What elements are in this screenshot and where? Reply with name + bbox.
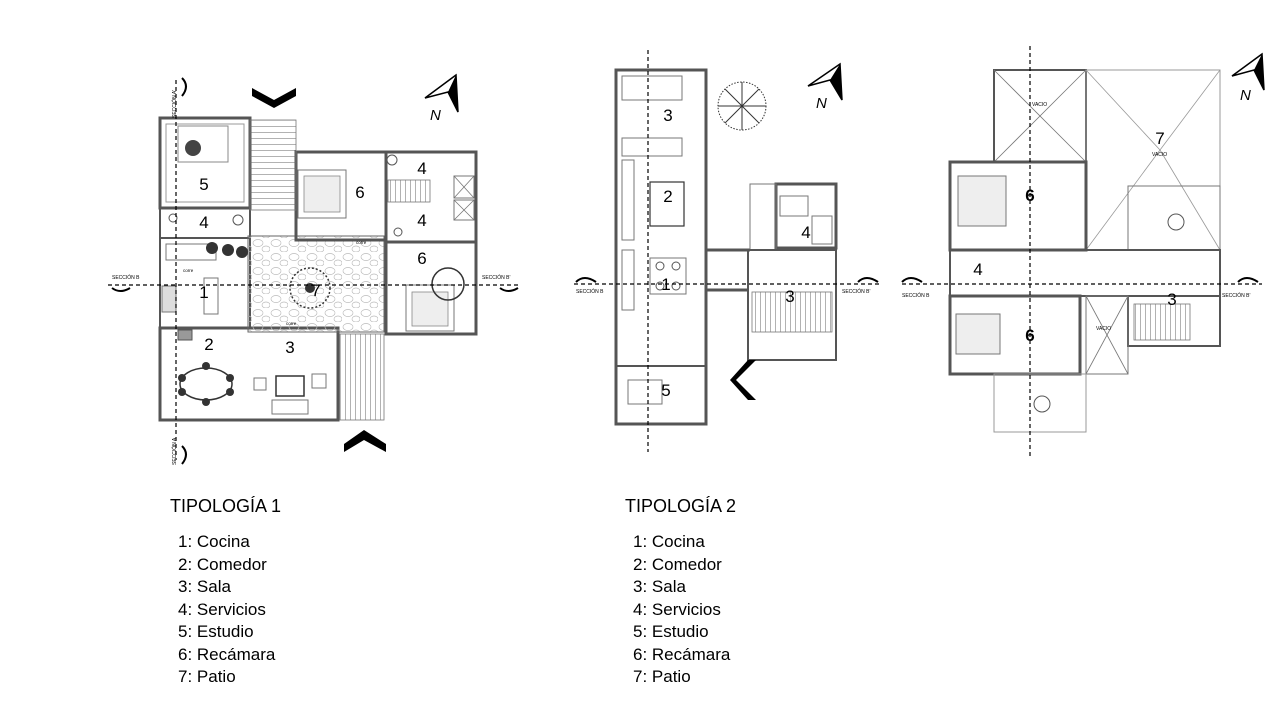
legend-title-2: TIPOLOGÍA 2 xyxy=(625,496,737,516)
t1-patio xyxy=(247,235,385,333)
room-number: 1 xyxy=(199,283,208,302)
t1-north-label: N xyxy=(430,107,441,124)
t2g-section-b-right: SECCIÓN B' xyxy=(842,288,871,295)
t2u-void-2 xyxy=(1085,295,1129,375)
room-number: 2 xyxy=(663,187,672,206)
t1-section-a-bottom: SECCIÓN A xyxy=(171,437,178,465)
t2g-stair-room xyxy=(747,249,837,361)
room-number: 6 xyxy=(1025,186,1034,205)
typology-2-upper-plan xyxy=(901,46,1265,456)
legend-item: 7: Patio xyxy=(633,667,691,686)
room-number: 5 xyxy=(661,381,670,400)
legend-item: 5: Estudio xyxy=(178,622,254,641)
room-number: 6 xyxy=(1025,326,1034,345)
legend-item: 3: Sala xyxy=(633,577,686,596)
legend-item: 6: Recámara xyxy=(633,644,731,664)
t1-corre-3: corre xyxy=(183,268,194,273)
room-number: 2 xyxy=(204,335,213,354)
t2g-stair xyxy=(751,291,833,333)
t2u-corridor xyxy=(949,249,1221,297)
legend-item: 1: Cocina xyxy=(633,532,705,551)
room-number: 3 xyxy=(1167,290,1176,309)
t1-stair-south xyxy=(339,333,385,421)
north-arrow-icon xyxy=(1231,52,1265,91)
legend-typology-2: TIPOLOGÍA 2 1: Cocina 2: Comedor 3: Sala… xyxy=(625,496,736,689)
t1-studio-room xyxy=(158,116,252,210)
t2-entry-arrow xyxy=(730,360,756,400)
room-number: 7 xyxy=(1155,129,1164,148)
t2u-vacio-3: VACIO xyxy=(1096,326,1111,332)
legend-item: 4: Servicios xyxy=(633,599,721,619)
typology-2-ground-plan xyxy=(574,50,880,452)
room-number: 6 xyxy=(355,183,364,202)
t2u-section-b-left: SECCIÓN B xyxy=(902,292,930,299)
t2u-terrace xyxy=(1127,185,1221,251)
room-number: 4 xyxy=(801,223,810,242)
room-number: 3 xyxy=(785,287,794,306)
t2u-section-b-right: SECCIÓN B' xyxy=(1222,292,1251,299)
legend-typology-1: TIPOLOGÍA 1 1: Cocina 2: Comedor 3: Sala… xyxy=(170,496,281,689)
t1-section-b-right: SECCIÓN B' xyxy=(482,274,511,281)
t1-entry-arrow-south xyxy=(344,430,386,452)
t2g-section-b-left: SECCIÓN B xyxy=(576,288,604,295)
t2-ground-room-numbers: 3 2 4 1 3 5 xyxy=(661,106,810,400)
t1-bedroom-east xyxy=(384,240,478,336)
t1-corre-1: corre xyxy=(286,321,297,326)
t2u-vacio-1: VACIO xyxy=(1032,102,1047,108)
t1-room-numbers: 5 4 6 4 4 6 1 7 2 3 xyxy=(199,159,426,357)
t1-stair-north xyxy=(249,119,297,211)
legend-item: 2: Comedor xyxy=(633,554,722,574)
room-number: 7 xyxy=(311,281,320,300)
t1-section-a-top: SECCIÓN A' xyxy=(171,90,178,118)
room-number: 4 xyxy=(417,211,426,230)
room-number: 6 xyxy=(417,249,426,268)
room-number: 3 xyxy=(663,106,672,125)
legend-item: 4: Servicios xyxy=(178,599,266,619)
legend-title-1: TIPOLOGÍA 1 xyxy=(170,496,282,516)
t2g-north-label: N xyxy=(816,95,827,112)
typology-1-plan xyxy=(108,73,520,465)
floor-plans: 5 4 6 4 4 6 1 7 2 3 N SECCIÓN A' SECCIÓN A SECCIÓ… xyxy=(108,46,1265,465)
t1-entry-arrow-north xyxy=(252,88,296,108)
legend-item: 1: Cocina xyxy=(178,532,250,551)
t2g-outer xyxy=(614,68,708,426)
room-number: 4 xyxy=(417,159,426,178)
room-number: 4 xyxy=(199,213,208,232)
legend-item: 6: Recámara xyxy=(178,644,276,664)
north-arrow-icon xyxy=(424,73,459,113)
legend-item: 7: Patio xyxy=(178,667,236,686)
room-number: 5 xyxy=(199,175,208,194)
room-number: 1 xyxy=(661,275,670,294)
t1-corre-2: corre xyxy=(356,240,367,245)
north-arrow-icon xyxy=(807,62,843,101)
t2g-tree xyxy=(717,81,767,131)
t2u-north-label: N xyxy=(1240,87,1251,104)
t2u-vacio-2: VACIO xyxy=(1152,152,1167,158)
legend-item: 5: Estudio xyxy=(633,622,709,641)
room-number: 3 xyxy=(285,338,294,357)
legend-item: 3: Sala xyxy=(178,577,231,596)
t2u-balcony xyxy=(993,373,1087,433)
t1-section-b-left: SECCIÓN B xyxy=(112,274,140,281)
legend-item: 2: Comedor xyxy=(178,554,267,574)
room-number: 4 xyxy=(973,260,982,279)
t2-upper-room-numbers: 7 6 4 3 6 xyxy=(973,129,1176,345)
